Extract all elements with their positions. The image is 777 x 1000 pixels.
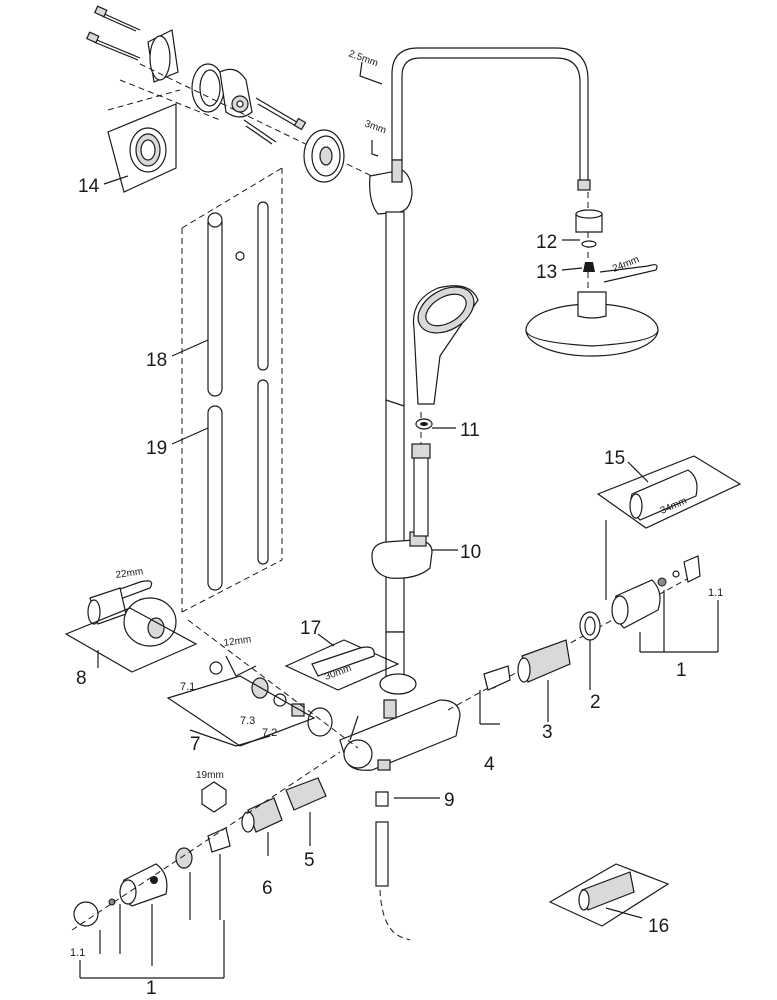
allen-key-12mm (225, 655, 257, 677)
callout-14: 14 (78, 176, 100, 197)
allen-key-2-5mm (359, 61, 383, 85)
part-16-detail (548, 863, 670, 927)
callout-19: 19 (146, 438, 167, 459)
lower-left-group (71, 751, 341, 979)
wrench-24mm (599, 264, 658, 283)
callout-7-1: 7.1 (180, 681, 195, 693)
allen-key-3mm (371, 140, 379, 157)
connection-hose (375, 821, 389, 887)
hex-19mm (201, 781, 227, 813)
wrench-22mm (105, 580, 153, 603)
callout-1-right: 1 (676, 660, 687, 681)
callout-18: 18 (146, 350, 167, 371)
label-19mm: 19mm (196, 770, 224, 781)
cap-1-1-left (73, 901, 99, 927)
wall-screws (86, 5, 307, 145)
riser-assembly (359, 47, 591, 681)
shower-rail-upper-left (207, 215, 223, 397)
label-22mm: 22mm (115, 566, 144, 581)
thermostat-handle-right (343, 739, 373, 769)
outlet-connector-9 (375, 791, 389, 807)
callout-13: 13 (536, 262, 557, 283)
callout-15: 15 (604, 448, 625, 469)
callout-6: 6 (262, 878, 273, 899)
callout-1-left: 1 (146, 978, 157, 999)
callout-10: 10 (460, 542, 481, 563)
shower-hose (413, 445, 429, 537)
overhead-arm (391, 47, 589, 187)
rosette-detail-box (107, 103, 177, 193)
wrench-detail-box (284, 639, 400, 691)
label-24mm: 24mm (611, 254, 641, 275)
leader-lines (103, 175, 649, 919)
adapter-1 (207, 827, 231, 853)
callout-7: 7 (190, 734, 201, 755)
callout-8: 8 (76, 668, 87, 689)
label-12mm: 12mm (223, 634, 252, 649)
thermostat-body (339, 571, 701, 941)
shower-rail-upper-right (257, 201, 269, 371)
shower-rail-lower-left (207, 405, 223, 591)
head-shower-assembly (525, 192, 659, 357)
head-shower-washer (581, 240, 597, 248)
shower-rail-lower-right (257, 379, 269, 565)
callout-12: 12 (536, 232, 557, 253)
callout-1-1-right: 1.1 (708, 587, 723, 599)
callout-1-1-left: 1.1 (70, 947, 85, 959)
callout-5: 5 (304, 850, 315, 871)
rail-panel (181, 167, 283, 613)
left-valve-group (64, 580, 400, 749)
callout-7-3: 7.3 (240, 715, 255, 727)
hex-nut-7 (307, 707, 333, 737)
hand-shower-slider (371, 539, 433, 579)
sleeve-detail-box (596, 455, 742, 529)
washer-7-1 (209, 661, 223, 675)
cartridge-16 (581, 871, 635, 911)
callout-17: 17 (300, 618, 321, 639)
callout-labels: 14 18 19 12 13 11 10 15 1.1 1 2 3 4 17 8… (70, 176, 723, 999)
callout-7-2: 7.2 (262, 727, 277, 739)
wrench-30mm (311, 646, 375, 677)
callout-11: 11 (460, 420, 480, 441)
callout-3: 3 (542, 722, 553, 743)
hand-shower (412, 285, 479, 430)
wall-mount-assembly (86, 5, 381, 193)
thread-1 (175, 847, 193, 869)
cap-1-1-right (683, 555, 701, 583)
label-2-5mm: 2.5mm (347, 48, 379, 69)
right-cartridge-group (479, 455, 742, 725)
cartridge-5 (285, 777, 327, 811)
callout-4: 4 (484, 754, 495, 775)
callout-9: 9 (444, 790, 455, 811)
callout-2: 2 (590, 692, 601, 713)
label-3mm: 3mm (363, 118, 388, 136)
callout-16: 16 (648, 916, 669, 937)
rail-clamp (369, 169, 413, 215)
